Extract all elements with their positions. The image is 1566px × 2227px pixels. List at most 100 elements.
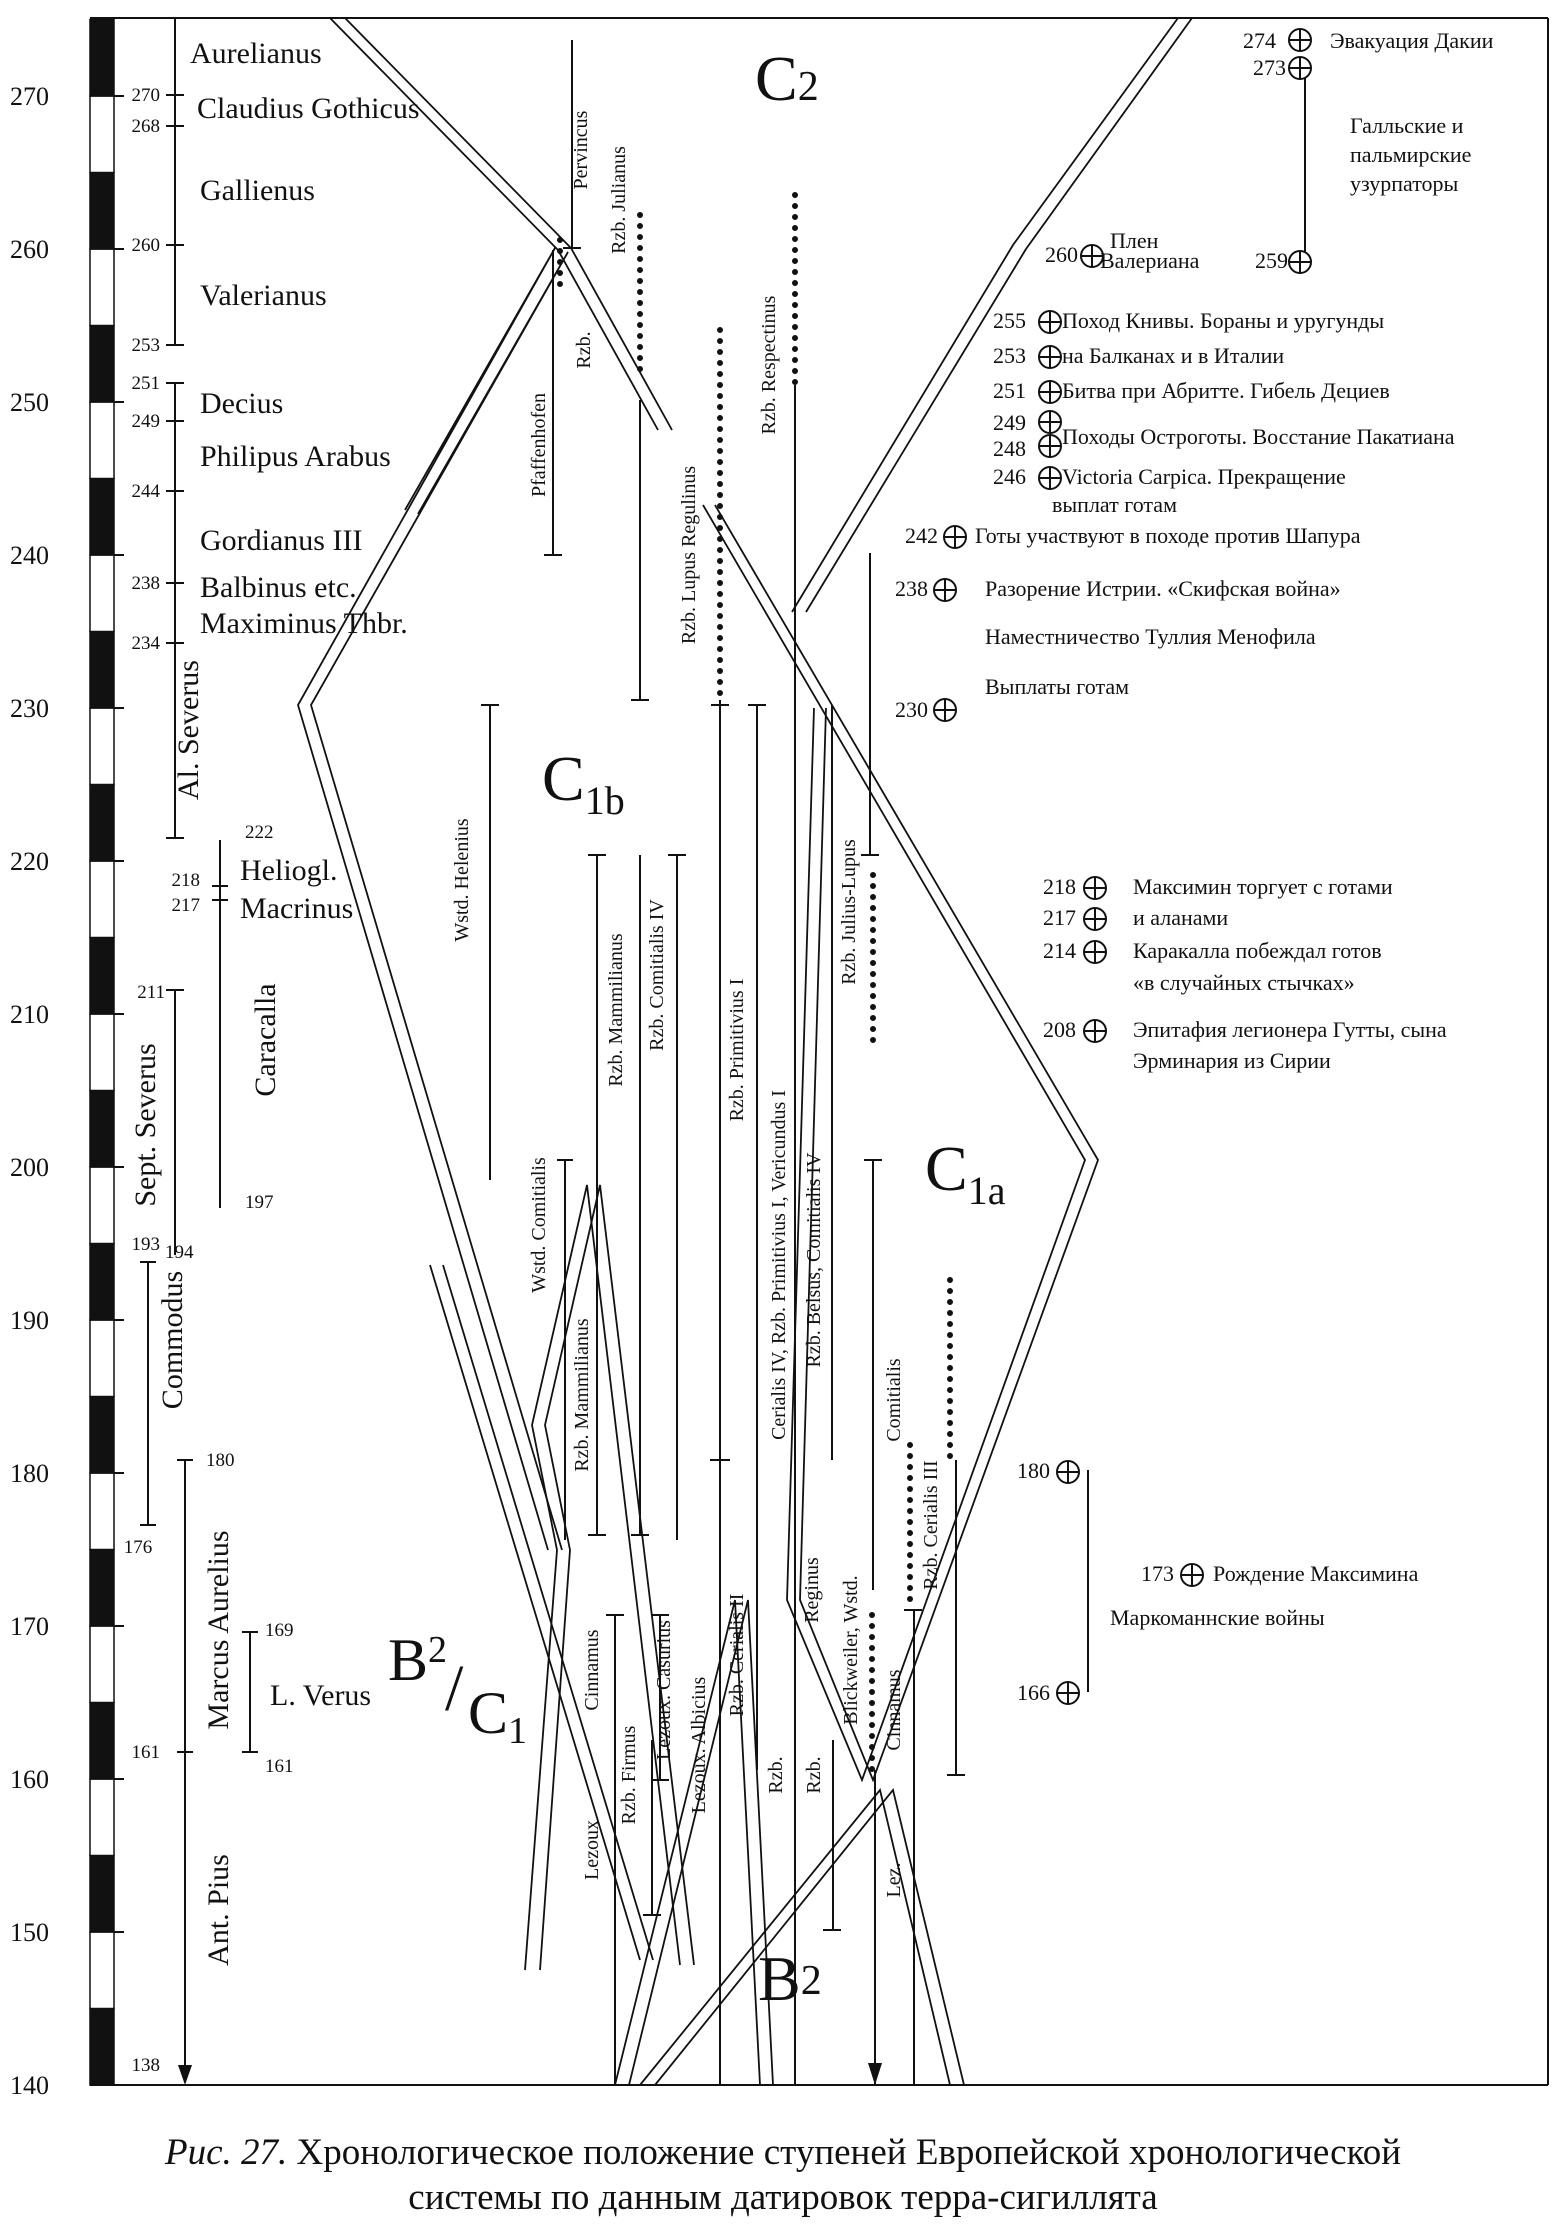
potter-rzbjuliuslupus: Rzb. Julius-Lupus xyxy=(838,839,860,985)
phase-b2c1-c: C1 xyxy=(468,1680,527,1752)
scale-block-dark xyxy=(89,1548,115,1627)
year-tick-label: 190 xyxy=(10,1306,49,1335)
event-marker-icon xyxy=(1288,56,1312,80)
boundary-b2c1-left-b xyxy=(539,1184,695,1971)
event-218-year: 218 xyxy=(1043,874,1076,899)
emperor-maximinus: Maximinus Thbr. xyxy=(200,607,408,640)
emperor-septseverus: Sept. Severus xyxy=(129,1043,162,1206)
event-marcoman: Маркоманнские войны xyxy=(1110,1605,1325,1630)
scale-block-light xyxy=(89,1013,115,1092)
emperor-balbinus: Balbinus etc. xyxy=(200,571,357,604)
potter-comitialis: Comitialis xyxy=(883,1358,905,1442)
potter-wstdhelenius: Wstd. Helenius xyxy=(451,818,473,942)
event-242-year: 242 xyxy=(905,523,938,548)
event-gallic-2: пальмирские xyxy=(1350,142,1471,167)
emperor-philipus: Philipus Arabus xyxy=(200,440,391,473)
potter-cerialis4: Cerialis IV, Rzb. Primitivius I, Vericun… xyxy=(768,1090,790,1440)
event-248-year: 248 xyxy=(993,436,1026,461)
boundary-left-lower-b xyxy=(628,1599,774,2086)
event-marker-icon xyxy=(943,525,967,549)
scale-block-dark xyxy=(89,324,115,403)
event-labels: 274 Эвакуация Дакии 273 Галльские и паль… xyxy=(895,28,1494,1705)
emperor-gordianus: Gordianus III xyxy=(200,524,362,557)
event-259-year: 259 xyxy=(1255,248,1288,273)
scale-block-light xyxy=(89,860,115,939)
scale-block-light xyxy=(89,401,115,480)
scale-block-dark xyxy=(89,936,115,1015)
event-marker-icon xyxy=(1038,380,1062,404)
emperor-alseverus: Al. Severus xyxy=(172,660,205,800)
event-251-year: 251 xyxy=(993,378,1026,403)
lez-arrow-head xyxy=(868,2063,882,2085)
year-253: 253 xyxy=(132,335,161,356)
potter-pervincus: Pervincus xyxy=(570,110,592,189)
emperor-lverus: L. Verus xyxy=(270,1679,371,1712)
event-273-year: 273 xyxy=(1253,55,1286,80)
event-208-text: Эпитафия легионера Гутты, сына xyxy=(1133,1017,1447,1042)
event-214-text: Каракалла побеждал готов xyxy=(1133,938,1382,963)
event-marker-icon xyxy=(1038,345,1062,369)
boundary-c2-right xyxy=(791,17,1179,613)
event-246-text: Victoria Carpica. Прекращение xyxy=(1062,464,1346,489)
boundary-right-lower-b xyxy=(654,1788,965,2086)
scale-block-dark xyxy=(89,171,115,250)
event-242-text: Готы участвуют в походе против Шапура xyxy=(975,523,1361,548)
potter-wstdcomitialis: Wstd. Comitialis xyxy=(528,1157,550,1293)
phase-c1a: C1a xyxy=(925,1133,1006,1213)
potter-rzbmammilianus-hi: Rzb. Mammilianus xyxy=(605,933,627,1087)
year-tick-label: 220 xyxy=(10,847,49,876)
potter-cinnamus1: Cinnamus xyxy=(581,1629,603,1710)
emperor-gallienus: Gallienus xyxy=(200,174,315,207)
potter-lez: Lez. xyxy=(883,1863,905,1898)
scale-block-dark xyxy=(89,1242,115,1321)
year-tick-label: 210 xyxy=(10,1000,49,1029)
year-222: 222 xyxy=(245,822,274,843)
year-tick-label: 230 xyxy=(10,694,49,723)
event-173-year: 173 xyxy=(1141,1561,1174,1586)
year-tick-label: 170 xyxy=(10,1612,49,1641)
year-249: 249 xyxy=(132,411,161,432)
potter-labels: Pervincus Rzb. Julianus Rzb. Pfaffenhofe… xyxy=(451,110,942,1897)
potter-rzbbelsus: Rzb. Belsus, Comitialis IV xyxy=(803,1152,825,1368)
scale-block-light xyxy=(89,554,115,633)
event-249-year: 249 xyxy=(993,410,1026,435)
year-tick-label: 200 xyxy=(10,1153,49,1182)
event-marker-icon xyxy=(1288,250,1312,274)
year-tick-labels: 1401501601701801902002102202302402502602… xyxy=(10,82,124,2100)
event-218-text: Максимин торгует с готами xyxy=(1133,874,1393,899)
emperor-aurelianus: Aurelianus xyxy=(190,37,322,70)
event-166-year: 166 xyxy=(1017,1680,1050,1705)
event-marker-icon xyxy=(1038,310,1062,334)
scale-block-light xyxy=(89,707,115,786)
potter-rzb1: Rzb. xyxy=(573,331,595,368)
year-234: 234 xyxy=(132,633,161,654)
emperor-marcus: Marcus Aurelius xyxy=(202,1530,235,1729)
phase-b2c1: B2 xyxy=(388,1627,447,1693)
potter-rzbprimitivius: Rzb. Primitivius I xyxy=(726,979,748,1122)
scale-block-dark xyxy=(89,1395,115,1474)
event-249-text: Походы Остроготы. Восстание Пакатиана xyxy=(1062,424,1455,449)
event-260-text-1: Плен xyxy=(1110,228,1159,253)
event-marker-icon xyxy=(1288,28,1312,52)
year-tick-label: 250 xyxy=(10,388,49,417)
year-tick-label: 260 xyxy=(10,235,49,264)
event-214-text-2: «в случайных стычках» xyxy=(1133,970,1355,995)
scale-block-light xyxy=(89,248,115,327)
year-193: 193 xyxy=(132,1234,161,1255)
scale-block-dark xyxy=(89,630,115,709)
potter-rzbcomitialis4: Rzb. Comitialis IV xyxy=(646,899,668,1051)
event-markers xyxy=(933,28,1312,1705)
caption-line-2: системы по данным датировок терра-сигилл… xyxy=(408,2177,1158,2218)
emperor-timeline xyxy=(140,18,258,2065)
event-marker-icon xyxy=(1083,907,1107,931)
emperor-caracalla: Caracalla xyxy=(249,983,282,1096)
event-238-year: 238 xyxy=(895,576,928,601)
boundary-c2-right-b xyxy=(805,17,1193,613)
potter-lezouxcasurius: Lezoux. Casurius xyxy=(653,1620,675,1760)
scale-block-dark xyxy=(89,2007,115,2086)
event-menofil: Наместничество Туллия Менофила xyxy=(985,624,1316,649)
event-255-year: 255 xyxy=(993,308,1026,333)
year-218: 218 xyxy=(172,870,201,891)
phase-b2c1-sep: / xyxy=(445,1652,464,1725)
year-scale-bar xyxy=(89,18,115,2086)
